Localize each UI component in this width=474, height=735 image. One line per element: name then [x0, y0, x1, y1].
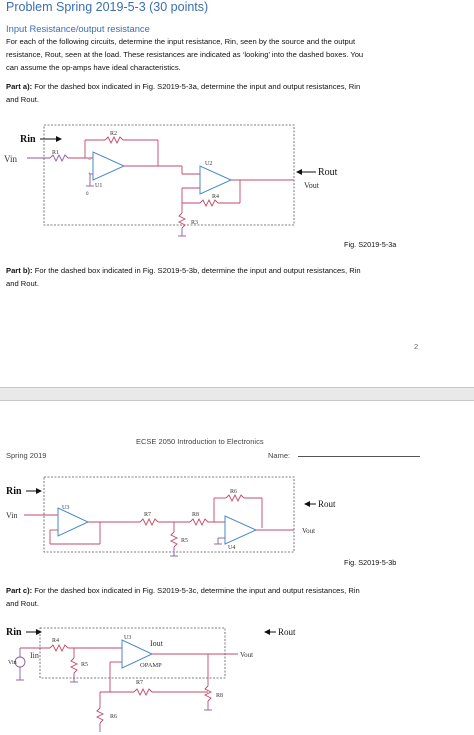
vin-label-b: Vin	[6, 511, 18, 520]
rin-label-b: Rin	[6, 486, 22, 497]
u1-label: U1	[95, 183, 102, 189]
rout-label-c: Rout	[278, 627, 296, 637]
dashed-box-c	[39, 627, 226, 679]
course-title: ECSE 2050 Introduction to Electronics	[136, 437, 264, 446]
part-a-text-1: For the dashed box indicated in Fig. S20…	[34, 82, 361, 91]
part-b-text-2: and Rout.	[6, 279, 39, 288]
opamp-u1	[92, 151, 126, 181]
fig-caption-b: Fig. S2019-5-3b	[344, 558, 397, 567]
r5-label-b: R5	[181, 538, 188, 544]
problem-subtitle: Input Resistance/output resistance	[6, 23, 150, 34]
rout-label-a: Rout	[318, 167, 338, 178]
circuit-c: Rin Vin Iin R4 R5 U3 OPAMP Iout R7 R6 R8…	[6, 627, 296, 732]
resistor-r1	[49, 153, 69, 163]
opamp-u3	[57, 507, 90, 537]
resistor-r7	[139, 517, 159, 527]
r4-label-c: R4	[52, 638, 59, 644]
rout-label-b: Rout	[318, 499, 336, 509]
fig-caption-a: Fig. S2019-5-3a	[344, 240, 397, 249]
part-a-text-2: and Rout.	[6, 95, 39, 104]
intro-line-3: can assume the op-amps have ideal charac…	[6, 63, 181, 72]
resistor-r4	[49, 643, 69, 653]
part-c-prompt: Part c): For the dashed box indicated in…	[6, 585, 360, 597]
r3-label: R3	[191, 220, 198, 226]
part-c-label: Part c):	[6, 586, 33, 595]
u3-label-c: U3	[124, 635, 131, 641]
iin-label-c: Iin	[30, 651, 39, 660]
rin-arrow-icon	[36, 629, 42, 635]
part-b-prompt: Part b): For the dashed box indicated in…	[6, 265, 361, 277]
part-a-label: Part a):	[6, 82, 33, 91]
page-break	[0, 387, 474, 401]
vin-label-a: Vin	[4, 154, 17, 164]
name-underline	[298, 456, 420, 457]
gnd-label: 0	[86, 192, 89, 197]
vout-label-a: Vout	[304, 181, 320, 190]
name-label: Name:	[268, 451, 291, 460]
intro-line-2: resistance, Rout, seen at the load. Thes…	[6, 50, 364, 59]
rin-arrow-icon	[36, 488, 42, 494]
r8-label-c: R8	[216, 693, 223, 699]
dashed-box-b	[43, 476, 295, 553]
resistor-r4	[199, 198, 219, 208]
rin-label-a: Rin	[20, 134, 36, 145]
iout-label-c: Iout	[150, 639, 164, 648]
resistor-r8	[203, 685, 213, 702]
r5-label-c: R5	[81, 662, 88, 668]
r7-label-b: R7	[144, 512, 151, 518]
part-b-text-1: For the dashed box indicated in Fig. S20…	[34, 266, 361, 275]
resistor-r8	[189, 517, 209, 527]
rout-arrow-icon	[264, 629, 270, 635]
problem-title: Problem Spring 2019-5-3 (30 points)	[6, 0, 209, 14]
page-number: 2	[414, 342, 419, 351]
resistor-r7	[133, 687, 153, 697]
resistor-r5	[169, 531, 179, 548]
opamp-u2	[199, 165, 233, 195]
vin-label-c: Vin	[8, 660, 17, 666]
r4-label: R4	[212, 194, 219, 200]
u2-label: U2	[205, 161, 212, 167]
resistor-r2	[104, 135, 124, 145]
rout-arrow-icon	[296, 169, 302, 175]
term-label: Spring 2019	[6, 451, 47, 460]
resistor-r5	[69, 657, 79, 674]
part-b-label: Part b):	[6, 266, 33, 275]
r2-label: R2	[110, 131, 117, 137]
circuit-b: Rin Vin U3 R7 R8 R5 R6 U4 Rout Vout	[6, 476, 336, 557]
rin-arrow-icon	[56, 136, 62, 142]
part-c-text-2: and Rout.	[6, 599, 39, 608]
r6-label-b: R6	[230, 489, 237, 495]
intro-line-1: For each of the following circuits, dete…	[6, 37, 356, 46]
u3-label-b: U3	[62, 505, 69, 511]
resistor-r3	[177, 212, 187, 229]
opamp-u3-c	[121, 639, 154, 669]
vout-label-b: Vout	[302, 527, 315, 535]
part-c-text-1: For the dashed box indicated in Fig. S20…	[34, 586, 360, 595]
r7-label-c: R7	[136, 680, 143, 686]
circuit-a: Rin Vin R1 R2 − + U1 0 U2 R4 R3 Rout Vou…	[4, 124, 338, 237]
vout-label-c: Vout	[240, 651, 253, 659]
rout-arrow-icon	[304, 501, 310, 507]
svg-text:−: −	[88, 157, 92, 163]
opamp-label-c: OPAMP	[140, 662, 162, 669]
part-a-prompt: Part a): For the dashed box indicated in…	[6, 81, 360, 93]
resistor-r6	[225, 493, 245, 503]
opamp-u4	[224, 515, 258, 545]
rin-label-c: Rin	[6, 627, 22, 638]
dashed-box-a	[43, 124, 295, 226]
resistor-r6	[95, 707, 105, 724]
u4-label-b: U4	[228, 545, 235, 551]
r6-label-c: R6	[110, 714, 117, 720]
r8-label-b: R8	[192, 512, 199, 518]
r1-label: R1	[52, 150, 59, 156]
